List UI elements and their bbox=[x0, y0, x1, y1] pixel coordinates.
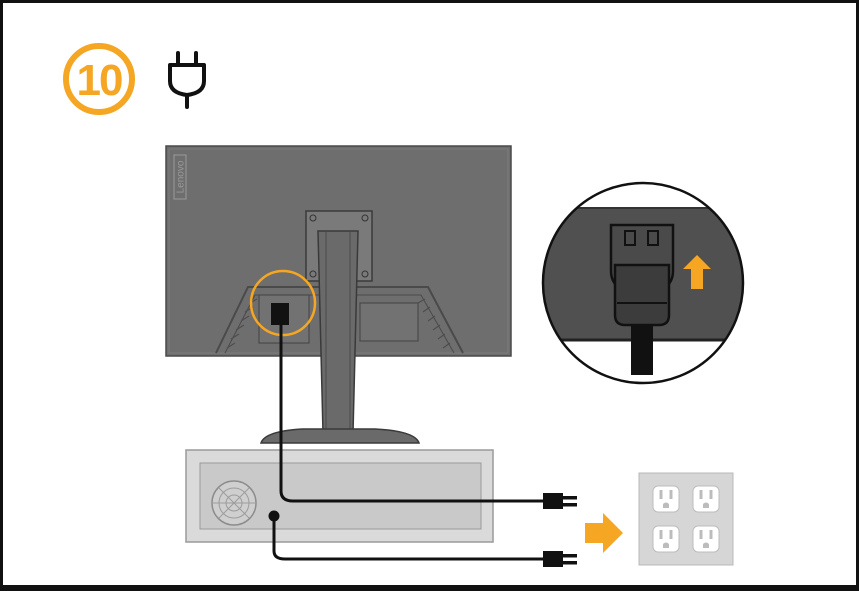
outlet-socket bbox=[692, 485, 720, 513]
connection-diagram: 10 Lenovo bbox=[63, 43, 745, 567]
inset-magnifier bbox=[541, 181, 745, 385]
outlet-socket bbox=[652, 525, 680, 553]
outlet-sockets bbox=[652, 485, 720, 553]
outlet-socket bbox=[652, 485, 680, 513]
inset-cable bbox=[631, 325, 653, 375]
computer-power-cable bbox=[268, 510, 545, 561]
computer-unit bbox=[185, 449, 494, 543]
fan-vent-icon bbox=[211, 480, 257, 526]
plug-insert-arrow-icon bbox=[683, 255, 711, 289]
brand-logo: Lenovo bbox=[173, 154, 187, 200]
port-highlight-circle bbox=[249, 269, 317, 337]
plug-body bbox=[613, 263, 671, 327]
plugged-connector bbox=[271, 303, 289, 325]
power-plug-icon bbox=[168, 51, 206, 109]
brand-name: Lenovo bbox=[176, 160, 187, 193]
stand-base bbox=[259, 428, 421, 444]
stand-neck bbox=[317, 230, 359, 434]
monitor-power-cable bbox=[279, 323, 545, 503]
monitor-back: Lenovo bbox=[165, 145, 512, 444]
wall-outlet-icon bbox=[638, 472, 734, 566]
outlet-socket bbox=[692, 525, 720, 553]
computer-cable-plug bbox=[543, 551, 577, 567]
step-badge-ring bbox=[63, 43, 135, 115]
arrow-right-icon bbox=[585, 513, 623, 553]
step-number: 10 bbox=[77, 56, 122, 105]
step-badge: 10 bbox=[63, 43, 135, 115]
monitor-cable-plug bbox=[543, 493, 577, 509]
io-port-bay bbox=[359, 302, 419, 342]
